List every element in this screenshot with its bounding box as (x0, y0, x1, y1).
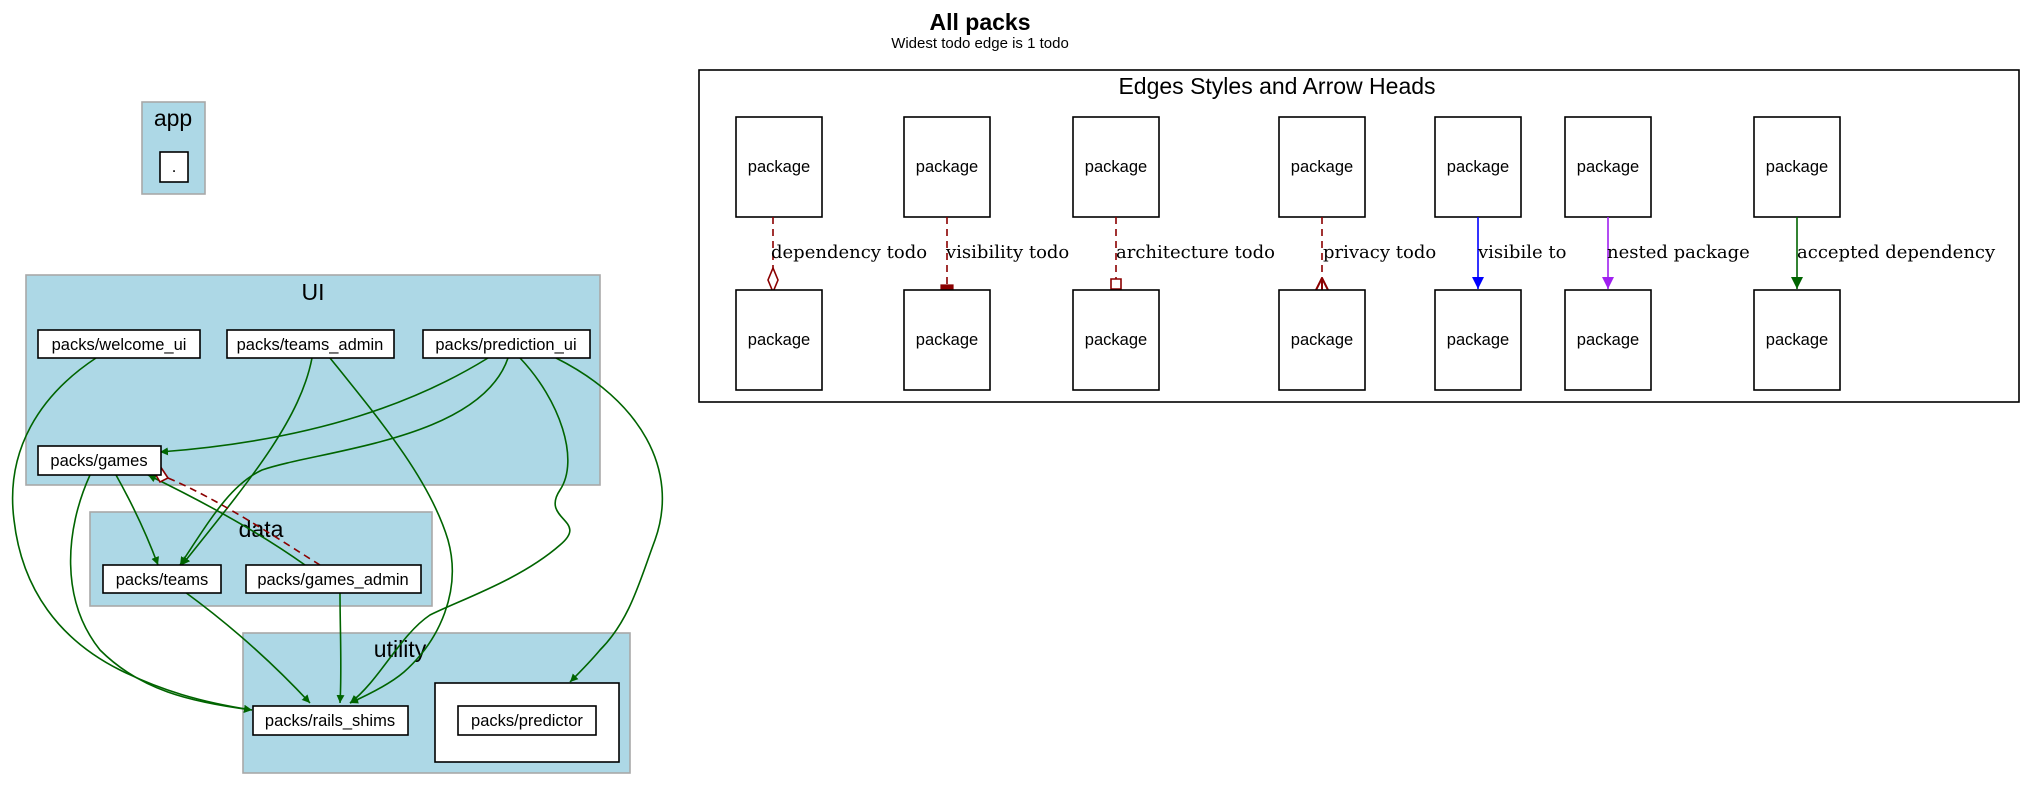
cluster-utility: utility (242, 632, 631, 774)
node-teams[interactable]: packs/teams (102, 564, 222, 594)
legend-edge-label: dependency todo (771, 242, 927, 263)
legend-package-label: package (1085, 158, 1147, 176)
node-teams-label: packs/teams (116, 571, 209, 589)
legend-package-label: package (1291, 158, 1353, 176)
crow-arrowhead-icon (1315, 277, 1329, 291)
legend-item-visibility-todo: package visibility todo package (903, 116, 1069, 391)
node-games[interactable]: packs/games (37, 445, 162, 476)
legend-package-label: package (1085, 331, 1147, 349)
node-teams-admin[interactable]: packs/teams_admin (226, 329, 395, 359)
edge-prediction-ui-to-rails-shims (349, 357, 571, 704)
edge-teams-admin-to-rails-shims (329, 357, 454, 704)
legend-package-label: package (916, 331, 978, 349)
legend-package-label: package (916, 158, 978, 176)
edge-prediction-ui-to-teams (179, 357, 509, 566)
legend-package-label: package (1577, 331, 1639, 349)
graph-title: All packs (930, 9, 1031, 35)
node-root[interactable]: . (159, 151, 189, 183)
legend-title: Edges Styles and Arrow Heads (1118, 73, 1435, 99)
edge-games-admin-to-games (147, 474, 306, 566)
legend-edge-label: visibile to (1477, 242, 1566, 263)
edge-games-to-teams (115, 474, 159, 566)
edge-welcome-ui-to-rails-shims (11, 357, 253, 713)
edge-games-admin-to-rails-shims (336, 591, 345, 704)
legend-package-label: package (1447, 331, 1509, 349)
edge-teams-to-rails-shims (184, 591, 311, 704)
node-rails-shims[interactable]: packs/rails_shims (252, 705, 409, 736)
legend-edge-label: privacy todo (1323, 242, 1436, 263)
cluster-app-label: app (154, 105, 192, 131)
node-prediction-ui-label: packs/prediction_ui (435, 336, 576, 354)
node-games-admin[interactable]: packs/games_admin (245, 564, 422, 594)
legend-package-label: package (1447, 158, 1509, 176)
node-predictor-label: packs/predictor (471, 712, 583, 730)
legend-edge-label: accepted dependency (1797, 242, 1996, 263)
node-welcome-ui-label: packs/welcome_ui (52, 336, 187, 354)
legend-item-privacy-todo: package privacy todo package (1278, 116, 1436, 391)
legend-package-label: package (1766, 158, 1828, 176)
node-predictor[interactable]: packs/predictor (457, 705, 597, 736)
legend-item-dependency-todo: package dependency todo package (735, 116, 927, 391)
legend-edge-label: visibility todo (945, 242, 1069, 263)
node-games-admin-label: packs/games_admin (257, 571, 408, 589)
edge-prediction-ui-to-games (159, 357, 489, 456)
legend-edge-label: nested package (1607, 242, 1750, 263)
edge-prediction-ui-to-predictor (555, 357, 664, 683)
obox-arrowhead-icon (1110, 278, 1122, 290)
legend-package-label: package (748, 331, 810, 349)
legend-item-visible-to: package visibile to package (1434, 116, 1566, 391)
graph-subtitle: Widest todo edge is 1 todo (891, 35, 1069, 52)
legend-package-label: package (1291, 331, 1353, 349)
legend-package-label: package (1766, 331, 1828, 349)
cluster-app: app . (141, 101, 206, 195)
legend-package-label: package (748, 158, 810, 176)
edge-teams-admin-to-teams (181, 357, 313, 566)
legend-item-nested-package: package nested package package (1564, 116, 1750, 391)
node-games-label: packs/games (50, 452, 147, 470)
legend-item-architecture-todo: package architecture todo package (1072, 116, 1275, 391)
dependency-edges (11, 357, 664, 713)
node-welcome-ui[interactable]: packs/welcome_ui (37, 329, 201, 359)
legend-item-accepted-dependency: package accepted dependency package (1753, 116, 1996, 391)
node-prediction-ui[interactable]: packs/prediction_ui (422, 329, 591, 359)
edge-games-to-rails-shims (69, 474, 253, 713)
legend-package-label: package (1577, 158, 1639, 176)
node-root-label: . (172, 158, 177, 176)
legend-edge-label: architecture todo (1116, 242, 1275, 263)
node-rails-shims-label: packs/rails_shims (265, 712, 395, 730)
node-teams-admin-label: packs/teams_admin (237, 336, 384, 354)
cluster-ui-label: UI (302, 279, 325, 305)
odiamond-arrowhead-icon (767, 265, 779, 295)
